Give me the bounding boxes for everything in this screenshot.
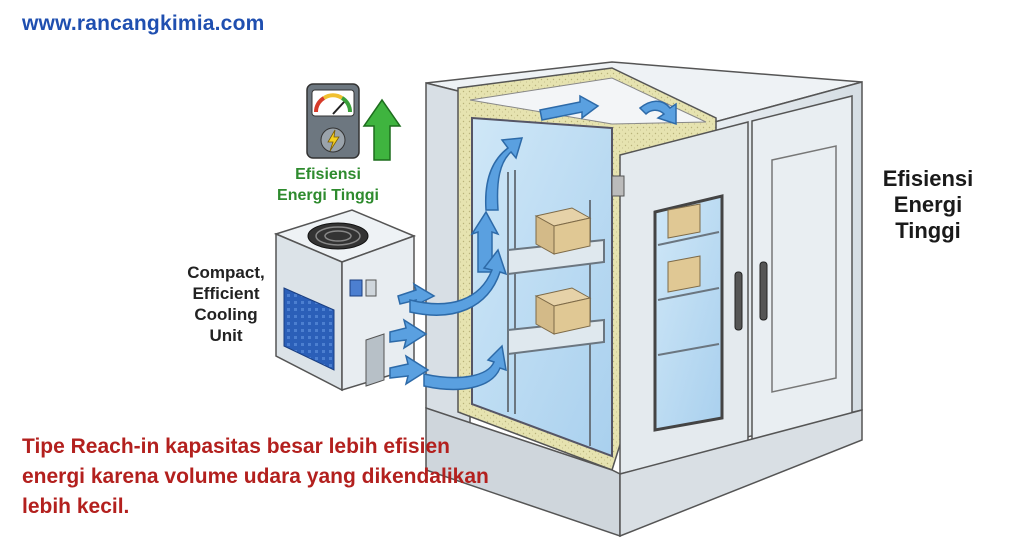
cardboard-box-icon bbox=[667, 203, 701, 293]
caption-text: Tipe Reach-in kapasitas besar lebih efis… bbox=[22, 435, 489, 518]
door-handle-icon[interactable] bbox=[734, 271, 743, 331]
door-right-panel bbox=[771, 145, 837, 393]
fan-icon bbox=[307, 222, 369, 250]
site-url[interactable]: www.rancangkimia.com bbox=[22, 12, 265, 35]
efficiency-label: Efisiensi Energi Tinggi bbox=[277, 166, 379, 204]
hinge-top bbox=[611, 175, 625, 197]
up-arrow-icon bbox=[362, 98, 402, 161]
cooling-unit bbox=[273, 209, 417, 392]
room-base-front bbox=[619, 409, 863, 538]
airflow-arrow-icon bbox=[470, 94, 677, 273]
door-handle-icon[interactable] bbox=[759, 261, 768, 321]
energy-gauge-icon bbox=[306, 83, 360, 159]
side-efficiency-label: Efisiensi Energi Tinggi bbox=[882, 166, 974, 243]
airflow-arrow-icon bbox=[389, 248, 508, 391]
cooling-unit-label: Compact, Efficient Cooling Unit bbox=[187, 263, 265, 345]
cardboard-box-icon bbox=[534, 287, 592, 335]
door-window-shelves bbox=[657, 231, 720, 356]
door-glass-window bbox=[653, 194, 724, 432]
cardboard-box-icon bbox=[534, 207, 592, 255]
